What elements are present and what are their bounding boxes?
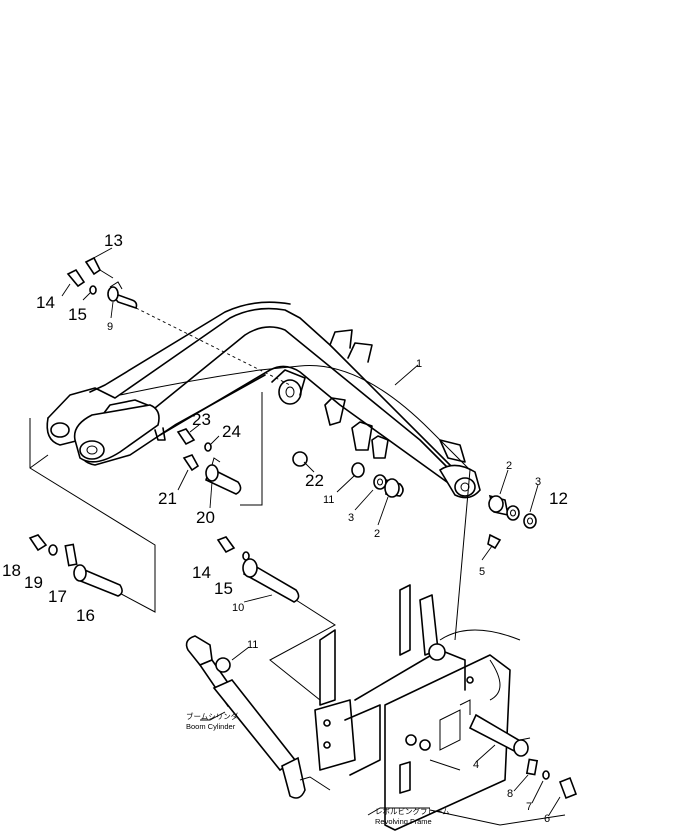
callout-16: 16: [76, 606, 95, 625]
callout-10: 10: [232, 602, 244, 614]
callout-9: 9: [107, 321, 113, 333]
callout-3: 3: [348, 512, 354, 524]
callout-1: 1: [416, 358, 422, 370]
callout-12: 12: [549, 489, 568, 508]
callout-11: 11: [247, 639, 258, 651]
leader-lines: [61, 247, 561, 816]
pin-9: [66, 256, 291, 386]
callout-13: 13: [104, 231, 123, 250]
callout-20: 20: [196, 508, 215, 527]
callout-3: 3: [535, 476, 541, 488]
callout-7: 7: [526, 801, 532, 813]
callout-5: 5: [479, 566, 485, 578]
callout-18: 18: [2, 561, 21, 580]
callout-15: 15: [214, 579, 233, 598]
pin-20-group: [176, 392, 263, 506]
boom-cylinder-caption-jp: ブームシリンダ: [186, 711, 239, 721]
foot-pin-group: [28, 418, 156, 613]
boom-cylinder: [185, 635, 331, 799]
callout-14: 14: [36, 293, 55, 312]
callout-8: 8: [507, 788, 513, 800]
callout-21: 21: [158, 489, 177, 508]
callout-17: 17: [48, 587, 67, 606]
callout-19: 19: [24, 573, 43, 592]
callout-22: 22: [305, 471, 324, 490]
callout-4: 4: [473, 759, 479, 771]
revolving-frame-caption-jp: レボルビングフレーム: [375, 806, 450, 816]
bushing-group-left: [292, 451, 404, 498]
callout-15: 15: [68, 305, 87, 324]
callout-11: 11: [323, 494, 334, 506]
boom-assembly: [46, 301, 481, 641]
pin-4-group: [468, 713, 578, 800]
callout-2: 2: [506, 460, 512, 472]
revolving-frame-caption-en: Revolving Frame: [375, 817, 432, 826]
boom-cylinder-caption-en: Boom Cylinder: [186, 722, 236, 731]
callout-2: 2: [374, 528, 380, 540]
callout-24: 24: [222, 422, 241, 441]
callout-14: 14: [192, 563, 211, 582]
revolving-frame: [314, 584, 566, 831]
callout-6: 6: [544, 813, 550, 825]
pin-10-group: [216, 536, 336, 701]
bushing-group-right: [487, 494, 537, 550]
callout-labels: 13 14 15 9 1 23 24 21 20 22 11 3 2 2 3 1…: [2, 231, 568, 825]
callout-23: 23: [192, 410, 211, 429]
captions: ブームシリンダ Boom Cylinder レボルビングフレーム Revolvi…: [186, 711, 450, 826]
